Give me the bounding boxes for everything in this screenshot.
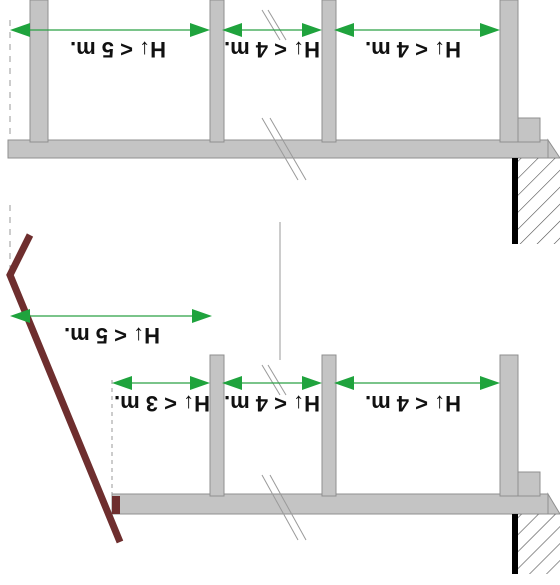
top-span-1-label: H↓ < 5 m.: [70, 37, 166, 62]
bottom-break-mark-lower: [261, 474, 307, 541]
bottom-support-wall: [512, 514, 518, 574]
bottom-dim-1-arrow-right: [190, 376, 210, 390]
bottom-hatched-ground: [518, 514, 560, 574]
bottom-dim-3-arrow-right: [480, 376, 500, 390]
top-support-wall: [512, 158, 518, 244]
top-wall-1: [29, 0, 49, 143]
top-beam: [7, 139, 549, 159]
bottom-wall-3: [499, 354, 519, 497]
top-dimension-3: [334, 23, 500, 37]
bottom-dimension-upper: [10, 309, 212, 323]
top-wall-2: [209, 0, 225, 143]
top-dim-3-arrow-left: [334, 23, 354, 37]
bottom-dim-upper-arrow-left: [10, 309, 30, 323]
top-hatched-ground: [518, 158, 560, 244]
top-bracket-right: [517, 117, 541, 143]
bottom-dimension-1: [112, 376, 210, 390]
top-section: H↓ < 5 m. H↓ < 4 m. H↓ < 4 m.: [7, 0, 560, 244]
top-dim-3-arrow-right: [480, 23, 500, 37]
top-break-mark-lower: [261, 117, 307, 181]
bottom-dimension-3: [334, 376, 500, 390]
bottom-dimension-2: [222, 376, 322, 390]
bottom-dim-2-arrow-right: [302, 376, 322, 390]
bottom-span-1-label: H↓ < 3 m.: [114, 391, 210, 416]
bottom-span-3-label: H↓ < 4 m.: [365, 391, 461, 416]
top-span-2-label: H↓ < 4 m.: [224, 37, 320, 62]
bottom-dim-upper-arrow-right: [192, 309, 212, 323]
top-beam-end: [547, 138, 560, 159]
top-break-mark-upper: [261, 9, 287, 41]
bottom-wall-2: [321, 354, 337, 497]
bottom-span-2-label: H↓ < 4 m.: [224, 391, 320, 416]
bottom-beam: [111, 493, 549, 515]
top-wall-3: [321, 0, 337, 143]
slope-connector: [112, 496, 120, 514]
top-dim-2-arrow-left: [222, 23, 242, 37]
top-dim-2-arrow-right: [302, 23, 322, 37]
bottom-bracket-right: [517, 471, 541, 497]
bottom-upper-span-label: H↓ < 5 m.: [64, 323, 160, 348]
bottom-wall-1: [209, 354, 225, 497]
top-dim-1-arrow-left: [10, 23, 30, 37]
bottom-dim-3-arrow-left: [334, 376, 354, 390]
top-dim-1-arrow-right: [190, 23, 210, 37]
bottom-section: H↓ < 5 m. H↓ < 3 m. H↓ < 4 m. H↓ < 4 m.: [6, 205, 560, 574]
top-dimension-2: [222, 23, 322, 37]
top-wall-4: [499, 0, 519, 143]
bottom-break-mark-upper: [261, 364, 287, 396]
top-dimension-1: [10, 23, 210, 37]
bottom-beam-end: [547, 492, 560, 515]
bottom-dim-2-arrow-left: [222, 376, 242, 390]
slope-line: [6, 233, 124, 544]
top-span-3-label: H↓ < 4 m.: [365, 37, 461, 62]
bottom-dim-1-arrow-left: [112, 376, 132, 390]
